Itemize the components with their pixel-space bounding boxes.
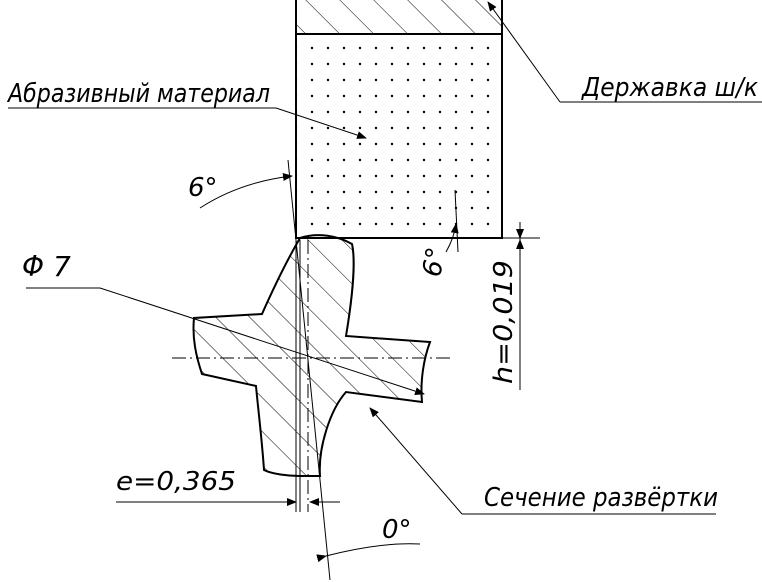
angle-arcs bbox=[199, 173, 459, 563]
abrasive-block bbox=[295, 33, 503, 239]
holder-leader bbox=[487, 1, 762, 103]
offset-label: e=0,365 bbox=[116, 467, 236, 497]
diameter-label: Φ 7 bbox=[22, 250, 71, 283]
angle-right-label: 6° bbox=[417, 245, 452, 279]
abrasive-leader bbox=[8, 107, 367, 139]
angle-top-label: 6° bbox=[188, 173, 218, 203]
abrasive-label: Абразивный материал bbox=[6, 79, 270, 109]
holder-label: Державка ш/к bbox=[581, 73, 758, 103]
holder-body bbox=[295, 0, 503, 34]
reamer-section bbox=[192, 234, 432, 477]
angle-bottom-label: 0° bbox=[382, 515, 412, 545]
reference-lines bbox=[287, 159, 540, 581]
section-label: Сечение развёртки bbox=[484, 483, 718, 513]
diameter-leader bbox=[26, 287, 425, 396]
height-label: h=0,019 bbox=[489, 260, 519, 384]
section-leader bbox=[369, 407, 716, 515]
center-lines bbox=[172, 240, 454, 512]
